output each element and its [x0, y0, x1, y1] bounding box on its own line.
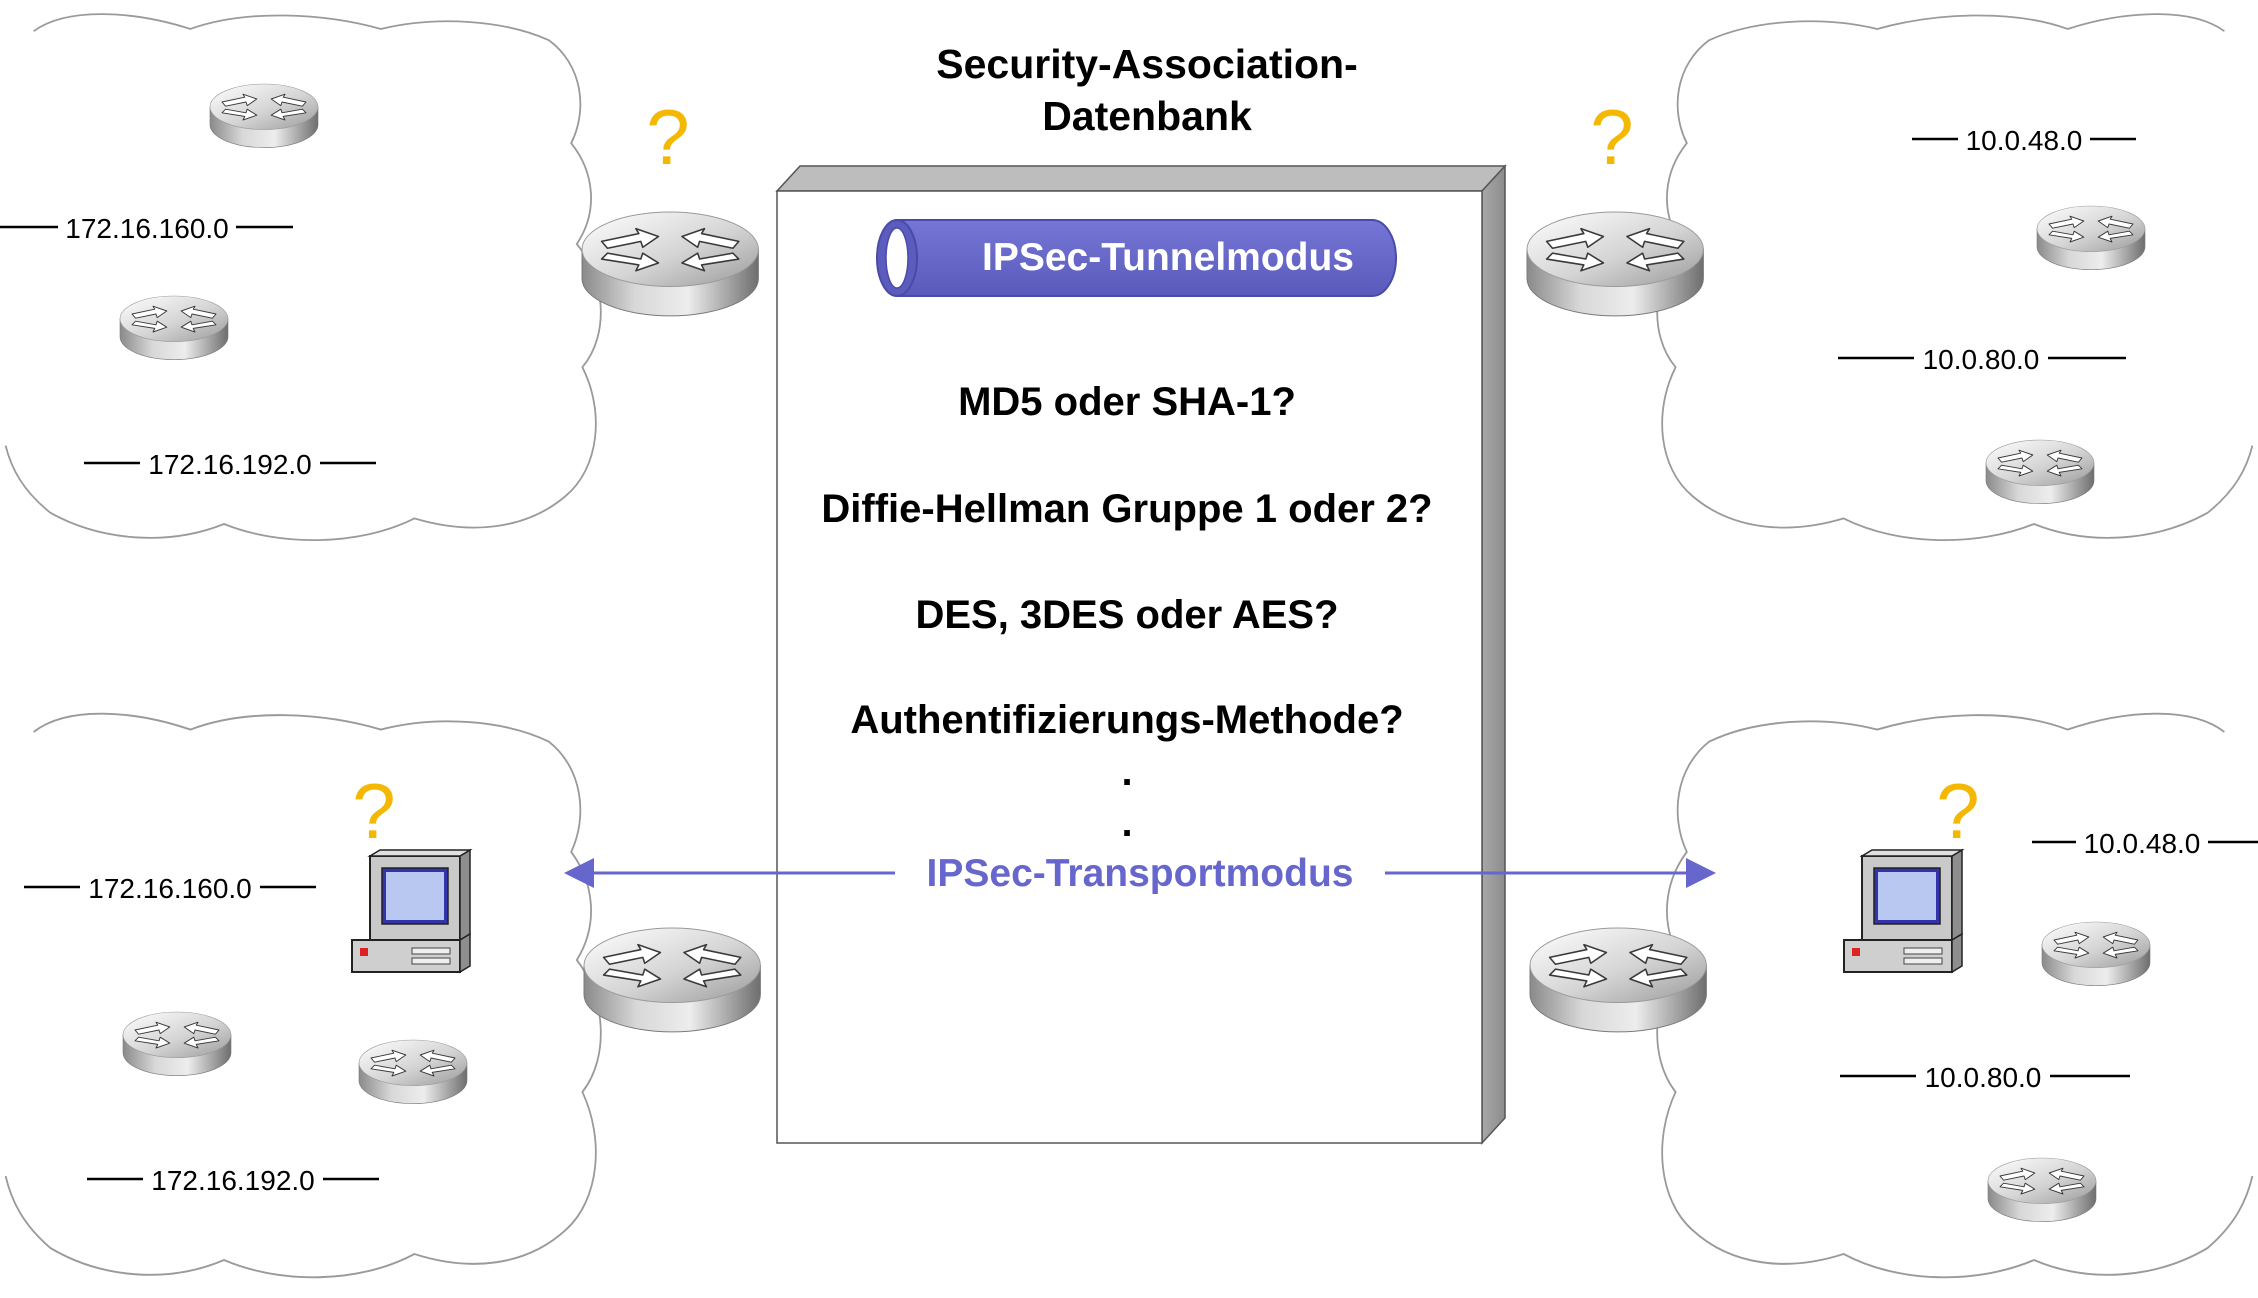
transport-mode-label: IPSec-Transportmodus: [927, 852, 1354, 895]
encryption-question: DES, 3DES oder AES?: [915, 593, 1338, 637]
ellipsis-dot-2: .: [1121, 801, 1132, 845]
database-title-line2: Datenbank: [1042, 93, 1252, 139]
network-label: 10.0.48.0: [1966, 125, 2083, 156]
router-icon: [122, 1011, 232, 1077]
auth-question: Authentifizierungs-Methode?: [850, 698, 1403, 742]
router-icon: [209, 83, 319, 149]
computer-icon: [351, 849, 471, 973]
router-icon: [1526, 211, 1705, 317]
router-icon: [2041, 921, 2151, 987]
network-label: 172.16.160.0: [88, 873, 252, 904]
tunnel-mode-label: IPSec-Tunnelmodus: [982, 236, 1354, 279]
database-title-line1: Security-Association-: [936, 41, 1358, 87]
router-icon: [1985, 439, 2095, 505]
router-icon: [119, 295, 229, 361]
router-icon: [1987, 1157, 2097, 1223]
router-icon: [583, 927, 762, 1033]
cloud-top-right: [1656, 13, 2254, 542]
router-icon: [2036, 205, 2146, 271]
network-label: 172.16.192.0: [148, 449, 312, 480]
hash-question: MD5 oder SHA-1?: [958, 380, 1296, 424]
network-label: 172.16.192.0: [151, 1165, 315, 1196]
sa-database-box: [775, 164, 1507, 1145]
dh-question: Diffie-Hellman Gruppe 1 oder 2?: [821, 487, 1432, 531]
computer-icon: [1843, 849, 1963, 973]
question-mark-pc-bottom-left: ?: [352, 767, 395, 855]
network-label: 10.0.48.0: [2084, 828, 2201, 859]
ellipsis-dot-1: .: [1121, 750, 1132, 794]
network-label: 10.0.80.0: [1925, 1062, 2042, 1093]
network-label: 172.16.160.0: [65, 213, 229, 244]
network-label: 10.0.80.0: [1923, 344, 2040, 375]
ipsec-tunnel-tube: [876, 219, 1397, 297]
router-icon: [1529, 927, 1708, 1033]
router-icon: [581, 211, 760, 317]
question-mark-router-top-right: ?: [1590, 93, 1633, 181]
question-mark-router-top-left: ?: [646, 93, 689, 181]
question-mark-pc-bottom-right: ?: [1936, 767, 1979, 855]
network-lines: [0, 137, 2258, 1181]
router-icon: [358, 1039, 468, 1105]
